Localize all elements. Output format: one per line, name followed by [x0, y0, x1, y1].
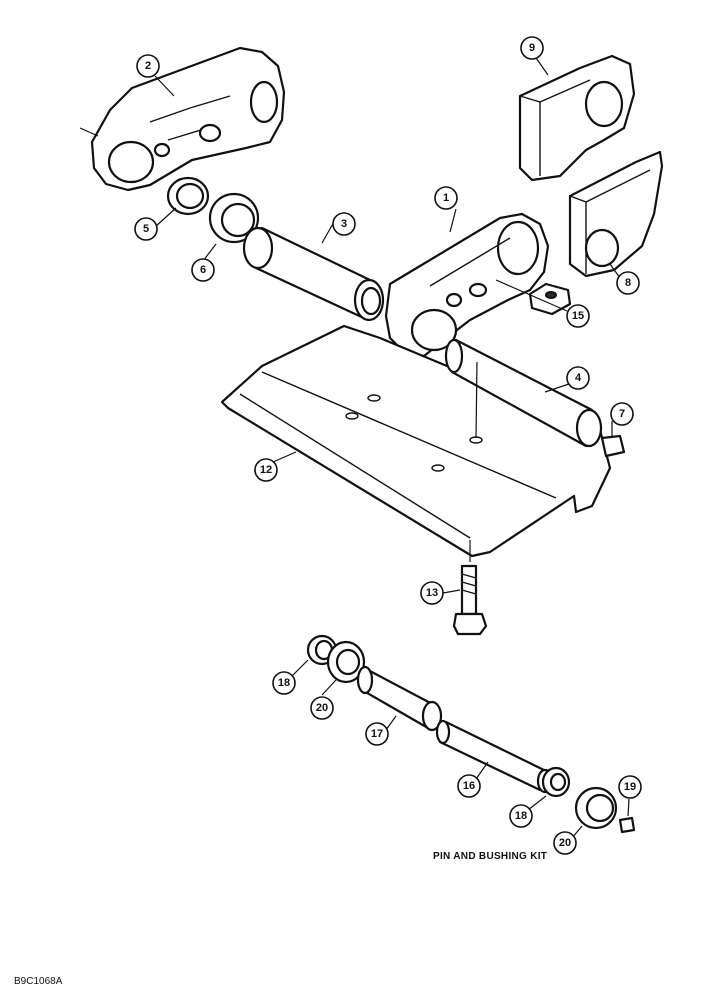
callout-19: 19	[618, 775, 642, 799]
callout-9: 9	[520, 36, 544, 60]
bushing-3	[242, 226, 385, 322]
callout-3: 3	[332, 212, 356, 236]
callout-5-label: 5	[143, 223, 149, 235]
callout-13: 13	[420, 581, 444, 605]
callout-18b-label: 18	[515, 810, 527, 822]
callout-2-label: 2	[145, 60, 151, 72]
callout-6-label: 6	[200, 264, 206, 276]
callout-17: 17	[365, 722, 389, 746]
link-segment-9	[518, 54, 636, 182]
callout-18-upper: 18	[272, 671, 296, 695]
callout-7-label: 7	[619, 408, 625, 420]
seal-20-upper	[326, 640, 366, 684]
callout-13-label: 13	[426, 587, 438, 599]
callout-18a-label: 18	[278, 677, 290, 689]
callout-17-label: 17	[371, 728, 383, 740]
callout-20b-label: 20	[559, 837, 571, 849]
track-link-1	[384, 212, 550, 358]
plug-7	[600, 434, 626, 458]
callout-1-label: 1	[443, 192, 449, 204]
callout-20a-label: 20	[316, 702, 328, 714]
track-link-2	[79, 46, 286, 192]
figure-code: B9C1068A	[14, 976, 63, 987]
nut-15	[528, 282, 572, 316]
callout-8-label: 8	[625, 277, 631, 289]
bolt-13	[452, 564, 488, 636]
seal-5	[166, 176, 210, 216]
kit-label: PIN AND BUSHING KIT	[433, 851, 548, 862]
link-segment-8	[568, 150, 664, 278]
callout-1: 1	[434, 186, 458, 210]
callout-4-label: 4	[575, 372, 582, 384]
seal-6	[208, 192, 260, 244]
callout-16-label: 16	[463, 780, 475, 792]
plug-19	[618, 816, 636, 834]
callout-8: 8	[616, 271, 640, 295]
callout-20-lower: 20	[553, 831, 577, 855]
track-shoe-12	[220, 324, 612, 558]
callout-16: 16	[457, 774, 481, 798]
callout-19-label: 19	[624, 781, 636, 793]
callout-3-label: 3	[341, 218, 347, 230]
bushing-17	[356, 665, 443, 732]
seal-20-lower	[574, 786, 618, 830]
callout-18-lower: 18	[509, 804, 533, 828]
callout-4: 4	[566, 366, 590, 390]
pin-4	[444, 338, 603, 448]
callout-7: 7	[610, 402, 634, 426]
seal-18-lower	[541, 766, 571, 798]
callout-2: 2	[136, 54, 160, 78]
callout-15: 15	[566, 304, 590, 328]
callout-6: 6	[191, 258, 215, 282]
callout-15-label: 15	[572, 310, 584, 322]
callout-20-upper: 20	[310, 696, 334, 720]
pin-16	[435, 719, 554, 794]
callout-12: 12	[254, 458, 278, 482]
callout-12-label: 12	[260, 464, 272, 476]
callout-9-label: 9	[529, 42, 535, 54]
callout-5: 5	[134, 217, 158, 241]
